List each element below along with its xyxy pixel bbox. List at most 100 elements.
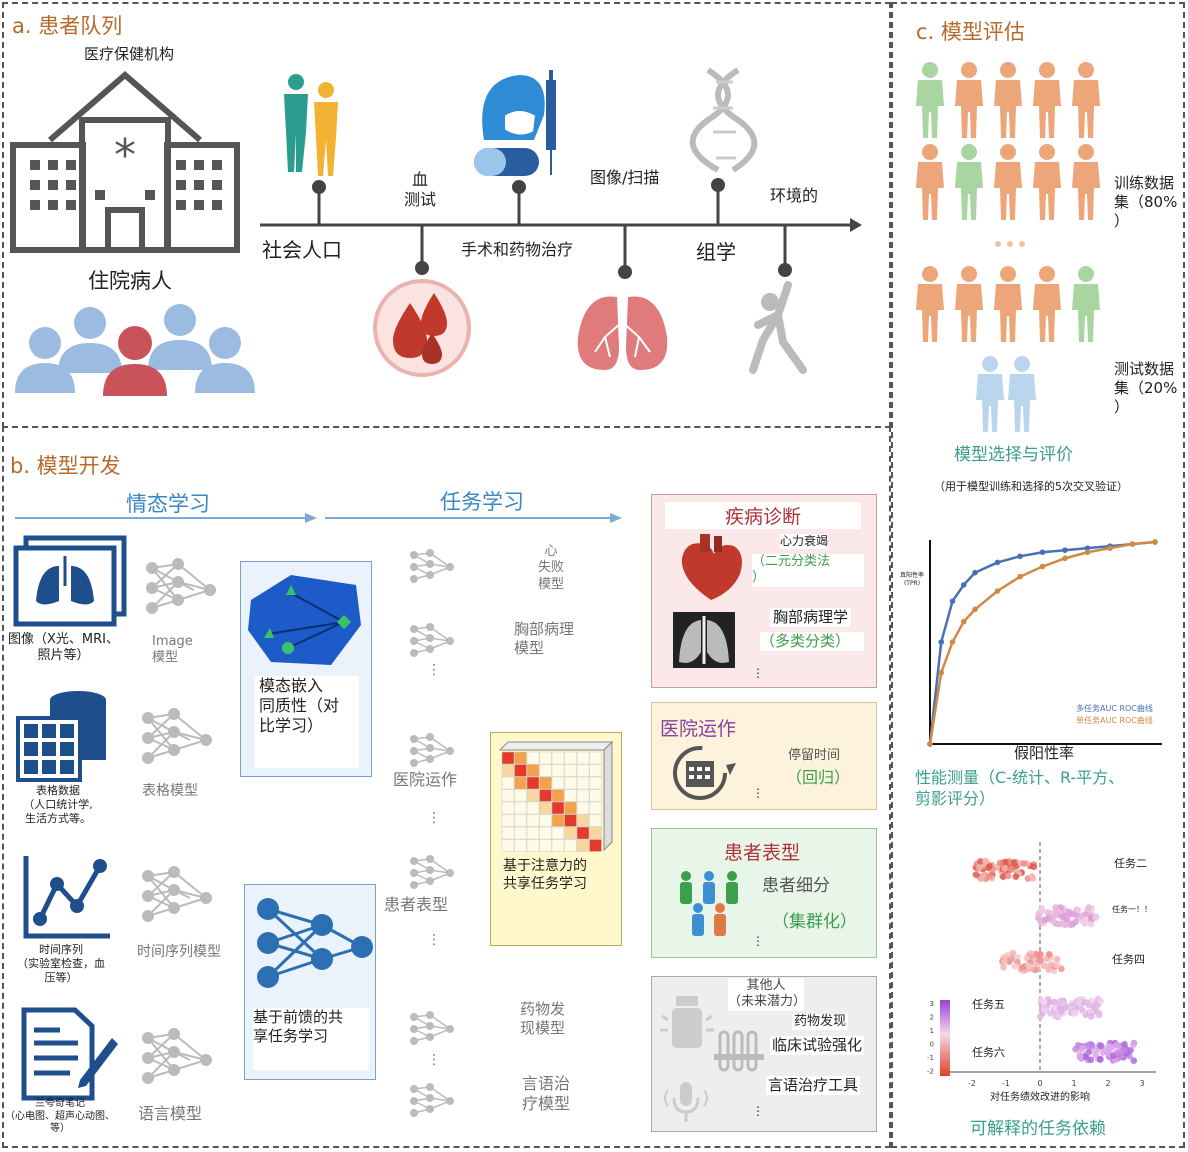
task-network-icon-1 [409, 548, 455, 584]
attention-cell [589, 839, 602, 852]
task-effect-point [1020, 860, 1028, 867]
task-effect-point [1075, 998, 1083, 1005]
roc-point [994, 559, 1001, 566]
person-icon [955, 266, 983, 342]
task-effect-point [1081, 916, 1089, 924]
person-icon [1072, 266, 1100, 342]
task-effect-point [1069, 921, 1076, 928]
task-effect-point [1038, 907, 1046, 915]
drug-model-label: 药物发 现模型 [520, 1000, 566, 1037]
attention-cell [526, 839, 540, 852]
roc-point [1062, 555, 1068, 562]
x-tick-label: 0 [1037, 1079, 1042, 1088]
task-effect-point [1088, 1042, 1096, 1050]
attention-cell [564, 826, 577, 840]
task-effect-point [1009, 949, 1017, 957]
attention-cell [589, 751, 602, 765]
roc-point [960, 582, 967, 588]
timeline-axis [260, 178, 862, 279]
task-effect-point [1001, 958, 1008, 966]
attention-cell [514, 751, 527, 765]
person-icon [1033, 144, 1061, 220]
task-effect-point [1053, 909, 1061, 917]
language-model-label: 语言模型 [138, 1104, 203, 1123]
panel-b-title: b. 模型开发 [10, 454, 121, 478]
task-effect-point [1061, 1004, 1069, 1012]
task-label-2: 任务二 [1114, 857, 1147, 870]
attention-cell [564, 776, 577, 790]
attention-cell [539, 764, 552, 777]
roc-point [1107, 545, 1113, 551]
task-effect-point [1087, 1056, 1095, 1064]
attention-cell [576, 801, 590, 815]
attention-cell [539, 776, 552, 790]
document-pen-icon [21, 1007, 118, 1101]
task-effect-point [1087, 920, 1095, 928]
attention-cell [539, 751, 552, 765]
surgery-drug-icon [474, 70, 556, 176]
train-dataset-label: 训练数据 集（80% ） [1114, 174, 1178, 230]
attention-cell [526, 801, 540, 815]
attention-cell [589, 776, 602, 790]
panel-c-frame [891, 2, 1185, 1148]
attention-cell [514, 789, 527, 802]
task-effect-point [1066, 908, 1073, 916]
input-image-label: 图像（X光、MRI、照片等） [8, 632, 119, 664]
attention-cell [589, 764, 602, 777]
task-network-icon-3 [409, 732, 455, 768]
person-icon [955, 62, 983, 138]
feedforward-network-icon [257, 898, 373, 988]
task-effect-point [1047, 962, 1054, 969]
roc-point [1152, 539, 1158, 545]
attention-cell [514, 764, 527, 777]
task-effect-point [1056, 1004, 1064, 1012]
task-effect-point [1051, 998, 1059, 1006]
panel-a-title: a. 患者队列 [12, 14, 123, 38]
attention-cell [564, 839, 577, 852]
task-effect-point [1014, 954, 1022, 961]
roc-point [938, 639, 945, 645]
attention-cell [501, 789, 515, 802]
attention-cell [501, 839, 515, 852]
attention-cell [551, 776, 565, 790]
person-icon [1072, 62, 1100, 138]
task-effect-point [1000, 963, 1007, 971]
task-effect-point [1056, 920, 1064, 928]
phenotype-ellipsis: ⋮ [752, 934, 764, 948]
table-database-icon [16, 691, 106, 782]
length-of-stay-type: （回归） [786, 768, 851, 787]
test-dataset-label: 测试数据 集（20% ） [1114, 360, 1178, 416]
attention-cell [564, 814, 577, 827]
colorbar-tick-label: 1 [930, 1027, 934, 1035]
pill-bottle-icon [660, 996, 714, 1048]
heart-failure-label: 心力衰竭 [780, 534, 829, 549]
person-icon [1033, 266, 1061, 342]
attention-cell [589, 826, 602, 840]
attention-cell [514, 839, 527, 852]
x-tick-label: 2 [1105, 1079, 1110, 1088]
patients-group-icon [15, 304, 255, 396]
patient-phenotype-title: 患者表型 [724, 842, 801, 864]
roc-point [1039, 549, 1046, 556]
task-network-icon-2 [409, 622, 455, 658]
speech-therapy-label: 言语治疗工具 [766, 1076, 861, 1095]
task-effect-point [1057, 997, 1065, 1005]
x-tick-label: 3 [1139, 1079, 1144, 1088]
task-effect-point [1097, 997, 1104, 1005]
task-effect-point [1095, 1011, 1103, 1019]
task-effect-point [1078, 1006, 1086, 1014]
attention-cell [501, 751, 515, 765]
timeline-environment-label: 环境的 [770, 186, 819, 205]
disease-ellipsis: ⋮ [752, 666, 764, 680]
attention-cell [551, 826, 565, 840]
roc-point [1062, 547, 1068, 553]
attention-cell [526, 814, 540, 827]
dna-icon [689, 67, 758, 173]
attention-cell [501, 764, 515, 777]
attention-cell [539, 839, 552, 852]
facility-label: 医疗保健机构 [84, 45, 175, 63]
attention-cell [576, 839, 590, 852]
hospital-ellipsis: ⋮ [752, 786, 764, 800]
roc-point [960, 618, 967, 625]
